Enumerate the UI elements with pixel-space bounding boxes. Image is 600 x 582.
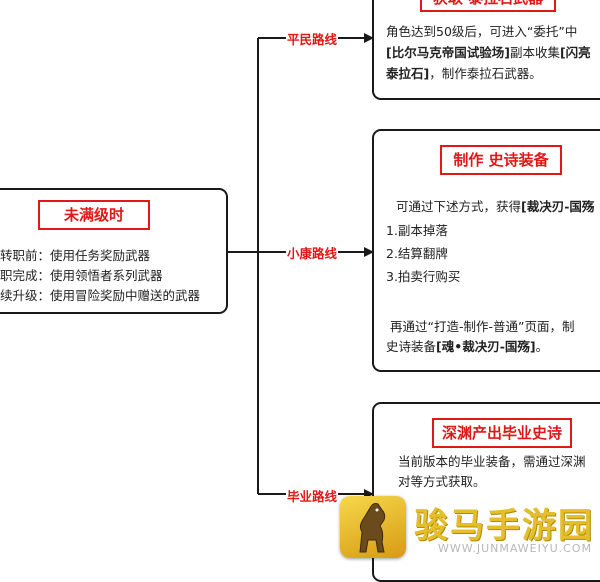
horse-icon: [359, 503, 386, 553]
watermark-horse-logo: [340, 496, 406, 558]
left-box-title: 未满级时: [38, 200, 150, 230]
box-abyss-epic-line-2: 对等方式获取。: [398, 474, 486, 489]
box-epic-gear-outro: 再通过“打造-制作-普通”页面，制: [390, 319, 575, 334]
route-label-commoner: 平民路线: [286, 29, 339, 48]
box-abyss-epic-title: 深渊产出毕业史诗: [432, 418, 572, 448]
route-label-moderate: 小康路线: [286, 243, 339, 262]
box-epic-gear-item-3: 3.拍卖行购买: [386, 269, 461, 284]
route-label-graduate: 毕业路线: [286, 486, 339, 505]
left-box-line-1: 转职前：使用任务奖励武器: [0, 248, 151, 263]
box-epic-gear-title: 制作 史诗装备: [440, 145, 562, 175]
left-box-underleveled: 未满级时 转职前：使用任务奖励武器 职完成：使用领悟者系列武器 续升级：使用冒险…: [0, 188, 228, 314]
box-terra-weapon-line-2: [比尔马克帝国试验场]副本收集[闪亮: [386, 45, 591, 60]
box-epic-gear-item-1: 1.副本掉落: [386, 223, 448, 238]
box-abyss-epic: 深渊产出毕业史诗 当前版本的毕业装备，需通过深渊 对等方式获取。: [372, 402, 600, 582]
terra-trial-dungeon-name: [比尔马克帝国试验场]: [386, 45, 510, 60]
left-box-line-2: 职完成：使用领悟者系列武器: [0, 268, 163, 283]
box-terra-weapon: 获取 泰拉石武器 角色达到50级后，可进入“委托”中 [比尔马克帝国试验场]副本…: [372, 0, 600, 100]
box-epic-gear-outro-2: 史诗装备[魂•裁决刃-国殇]。: [386, 339, 549, 354]
box-terra-weapon-line-1: 角色达到50级后，可进入“委托”中: [386, 24, 578, 39]
box-epic-gear-intro: 可通过下述方式，获得[裁决刃-国殇: [396, 199, 595, 214]
box-terra-weapon-line-3: 泰拉石]，制作泰拉石武器。: [386, 66, 542, 81]
watermark-site-name: 骏马手游园: [414, 506, 594, 546]
box-abyss-epic-line-1: 当前版本的毕业装备，需通过深渊: [398, 454, 586, 469]
watermark-site-url: WWW.JUNMAWEIYU.COM: [438, 542, 592, 555]
left-box-line-3: 续升级：使用冒险奖励中赠送的武器: [0, 288, 201, 303]
box-epic-gear-item-2: 2.结算翻牌: [386, 246, 448, 261]
box-terra-weapon-title: 获取 泰拉石武器: [420, 0, 556, 12]
box-epic-gear: 制作 史诗装备 可通过下述方式，获得[裁决刃-国殇 1.副本掉落 2.结算翻牌 …: [372, 129, 600, 372]
